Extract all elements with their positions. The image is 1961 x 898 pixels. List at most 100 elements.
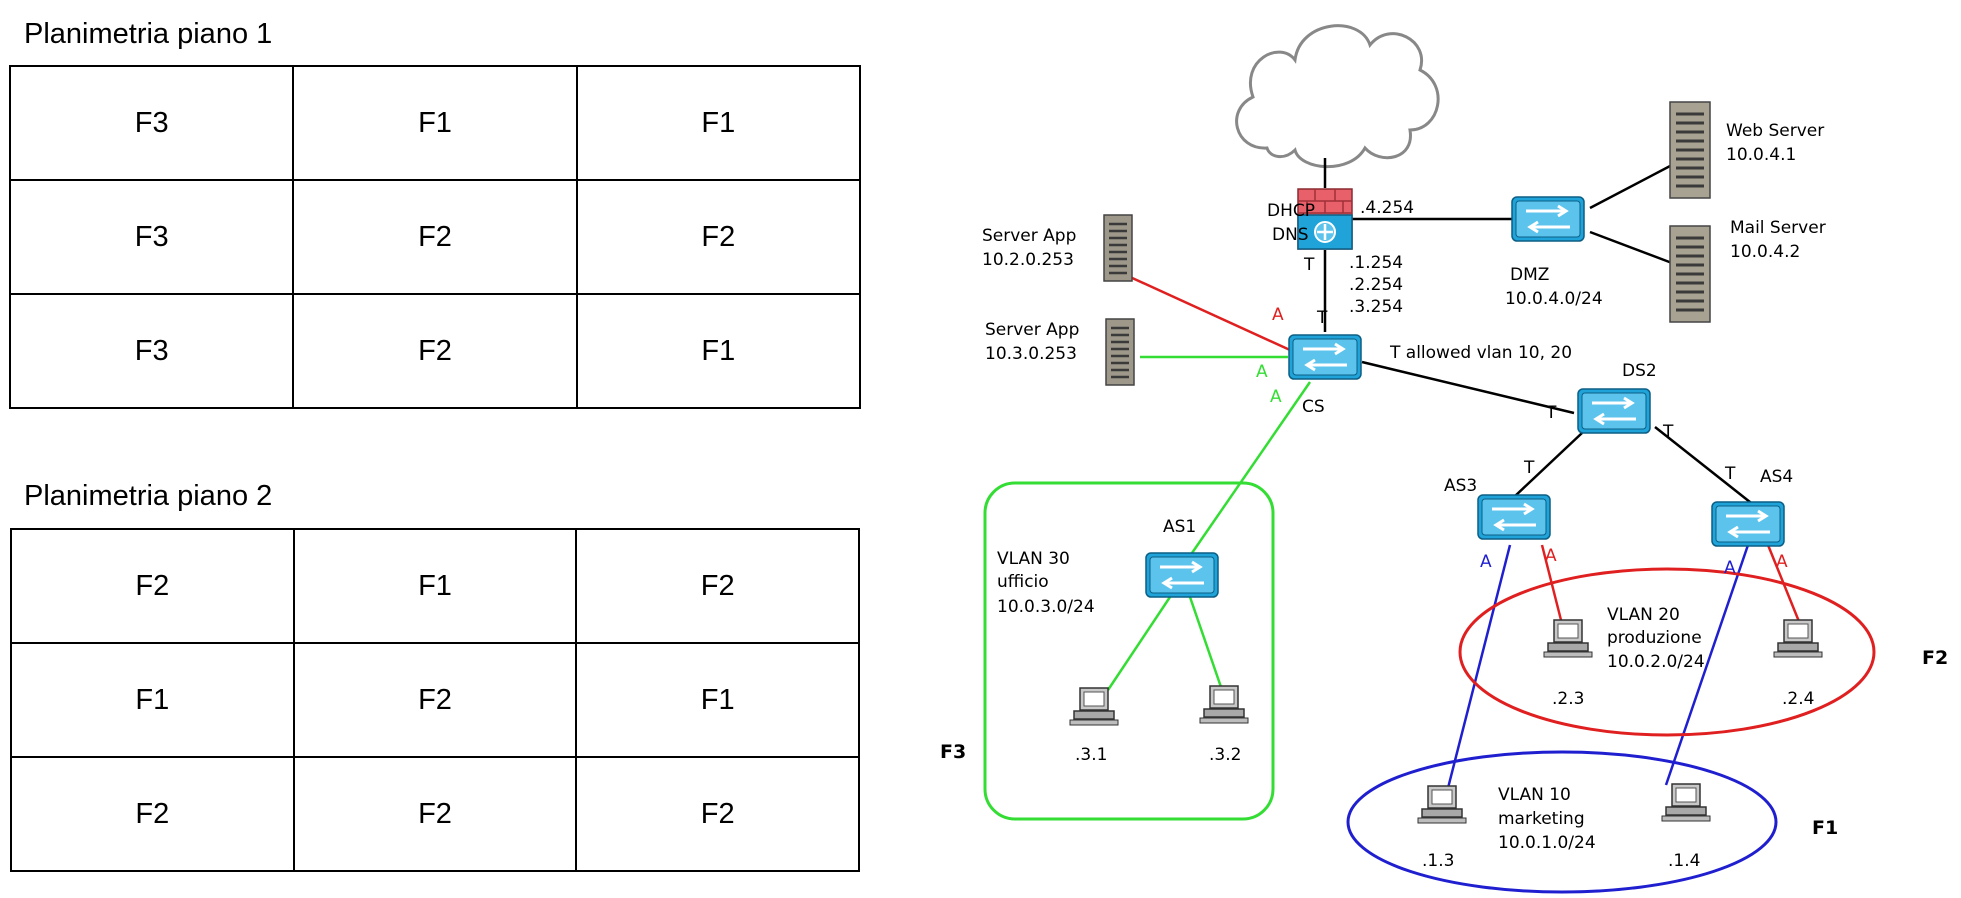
firewall-label-dhcp: DHCP [1267,201,1315,221]
switch-cs-name: CS [1302,397,1325,417]
switch-as4-name: AS4 [1760,467,1793,487]
floor-cell: F1 [10,642,295,758]
pc-3-1-icon [1069,687,1119,726]
mail-server-name: Mail Server [1730,218,1826,238]
internet-cloud-icon [1235,24,1440,169]
floor-cell: F2 [575,179,862,295]
floor-cell: F2 [10,528,295,644]
floor-plan-1-title: Planimetria piano 1 [24,18,273,50]
link-as4-pc14 [1664,544,1750,786]
vlan20-subnet: 10.0.2.0/24 [1607,652,1705,672]
port-tag-as3-a-red: A [1545,546,1557,566]
vlan20-name: VLAN 20 [1607,605,1680,625]
server-app1-ip: 10.2.0.253 [982,250,1074,270]
trunk-allowed-note: T allowed vlan 10, 20 [1389,343,1572,363]
host-ip-1-3: .1.3 [1422,851,1454,871]
switch-ds2-icon [1576,387,1652,435]
vlan10-zone [1346,750,1778,894]
port-tag-as4-a-blue: A [1724,558,1736,578]
web-server-ip: 10.0.4.1 [1726,145,1796,165]
switch-dmz-subnet: 10.0.4.0/24 [1505,289,1603,309]
floor-plan-2-table: F2 F1 F2 F1 F2 F1 F2 F2 F2 [10,528,860,872]
vlan30-zone [983,481,1275,821]
host-ip-1-4: .1.4 [1668,851,1700,871]
floor-plan-1-table: F3 F1 F1 F3 F2 F2 F3 F2 F1 [8,65,862,409]
link-as1-pc31 [1106,596,1172,691]
firewall-ip-3: .3.254 [1349,297,1403,317]
floor-cell: F1 [292,65,578,181]
firewall-icon [1297,188,1353,250]
link-cs-as1 [1190,381,1312,554]
port-tag-fw-t: T [1303,255,1315,275]
firewall-label-dns: DNS [1272,225,1309,245]
zone-tag-f2: F2 [1922,647,1948,669]
host-ip-3-2: .3.2 [1209,745,1241,765]
host-ip-2-3: .2.3 [1552,689,1584,709]
web-server-name: Web Server [1726,121,1824,141]
server-app1-icon [1102,213,1134,283]
link-dmz-mail [1589,230,1673,265]
link-ds2-as4 [1654,426,1756,507]
port-tag-ds2-t-left: T [1545,403,1557,423]
port-tag-as3-a-blue: A [1480,552,1492,572]
floor-cell: F3 [8,293,295,409]
link-app1-cs [1129,275,1291,352]
switch-as3-name: AS3 [1444,476,1477,496]
port-tag-cs-a-red: A [1272,305,1284,325]
vlan10-desc: marketing [1498,809,1585,829]
pc-2-3-icon [1543,619,1593,658]
switch-dmz-icon [1510,195,1586,243]
floor-cell: F1 [575,642,860,758]
port-tag-ds2-t-right: T [1662,422,1674,442]
link-as3-pc13 [1446,544,1512,789]
mail-server-icon [1668,224,1712,324]
floor-cell: F1 [292,528,578,644]
web-server-icon [1668,100,1712,200]
floor-cell: F2 [575,528,860,644]
floor-cell: F2 [575,756,860,872]
server-app2-icon [1104,317,1136,387]
pc-2-4-icon [1773,619,1823,658]
switch-as4-icon [1710,500,1786,548]
pc-3-2-icon [1199,685,1249,724]
server-app2-name: Server App [985,320,1079,340]
floor-cell: F3 [8,65,295,181]
server-app1-name: Server App [982,226,1076,246]
switch-as1-icon [1144,551,1220,599]
pc-1-4-icon [1661,783,1711,822]
switch-cs-icon [1287,333,1363,381]
pc-1-3-icon [1417,785,1467,824]
host-ip-2-4: .2.4 [1782,689,1814,709]
vlan20-zone [1458,567,1876,737]
floor-plan-2-title: Planimetria piano 2 [24,480,273,512]
vlan30-desc: ufficio [997,572,1049,592]
link-cs-ds2 [1361,360,1575,415]
firewall-ip-2: .2.254 [1349,275,1403,295]
link-as1-pc32 [1188,596,1224,691]
vlan10-name: VLAN 10 [1498,785,1571,805]
firewall-ip-dmz: .4.254 [1360,198,1414,218]
switch-as3-icon [1476,493,1552,541]
mail-server-ip: 10.0.4.2 [1730,242,1800,262]
floor-cell: F1 [575,65,862,181]
floor-cell: F1 [575,293,862,409]
vlan30-subnet: 10.0.3.0/24 [997,597,1095,617]
port-tag-as4-a-red: A [1776,552,1788,572]
switch-dmz-name: DMZ [1510,265,1549,285]
floor-cell: F2 [292,179,578,295]
port-tag-cs-a-green-2: A [1270,387,1282,407]
vlan20-desc: produzione [1607,628,1702,648]
floor-cell: F3 [8,179,295,295]
port-tag-as3-t: T [1523,458,1535,478]
floor-cell: F2 [292,293,578,409]
firewall-ip-1: .1.254 [1349,253,1403,273]
zone-tag-f1: F1 [1812,817,1838,839]
switch-ds2-name: DS2 [1622,361,1657,381]
vlan10-subnet: 10.0.1.0/24 [1498,833,1596,853]
link-ds2-as3 [1513,432,1583,498]
switch-as1-name: AS1 [1163,517,1196,537]
port-tag-as4-t: T [1724,464,1736,484]
zone-tag-f3: F3 [940,741,966,763]
host-ip-3-1: .3.1 [1075,745,1107,765]
